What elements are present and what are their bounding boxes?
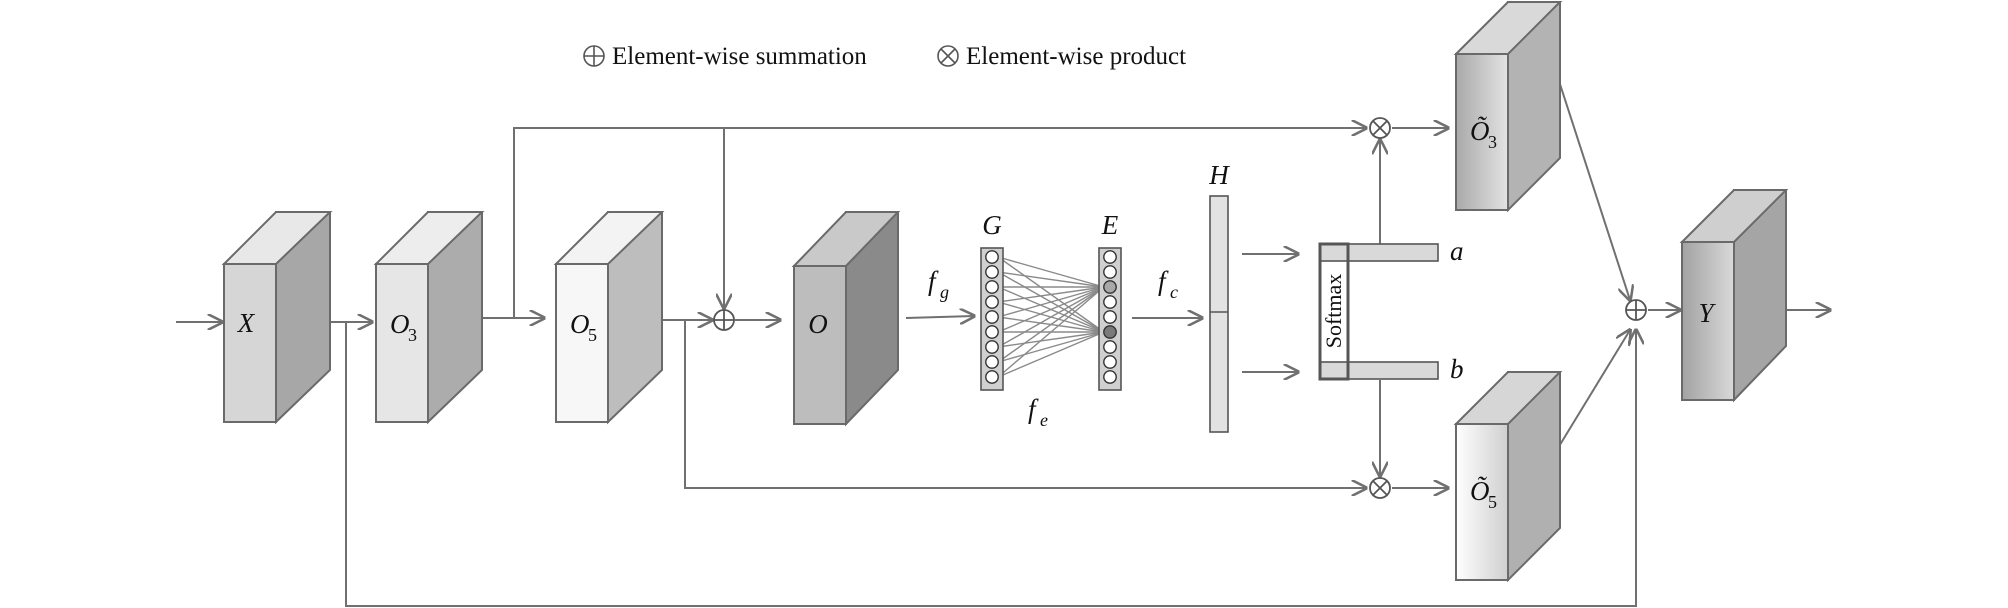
layer-g-node [985,250,999,264]
product-node-top [1369,117,1391,139]
block-o5-subscript: 5 [588,325,597,345]
layer-e-node [1103,265,1117,279]
block-o3-letter: O [390,309,410,339]
fc-connection-line [997,286,1105,348]
block-o5-tilde-subscript: 5 [1488,492,1497,512]
layer-g-node [985,370,999,384]
feature-block-o3-tilde [1453,1,1563,213]
product-symbol-icon [937,45,959,67]
feature-block-o5 [553,211,665,425]
block-o-label: O [808,309,828,339]
vector-h-label: H [1208,160,1230,190]
function-fe-label: f [1028,394,1039,424]
feature-block-y [1679,189,1789,403]
path-o3-to-top-product [513,128,1366,318]
layer-g-node [985,325,999,339]
block-o3-tilde-label: Õ [1470,116,1490,146]
layer-e-node [1103,295,1117,309]
layer-e-node [1103,325,1117,339]
skip-connection [345,322,1636,607]
layer-e-nodes [1103,250,1117,384]
summation-node-main [713,309,735,331]
fc-connection-line [998,271,1104,288]
summation-symbol-icon [583,45,605,67]
block-y-label: Y [1698,298,1716,328]
fc-connection-line [998,331,1104,363]
legend-product-label: Element-wise product [966,43,1186,70]
layer-e-node [1103,340,1117,354]
layer-e-node [1103,250,1117,264]
summation-node-final [1625,299,1647,321]
layer-e-node [1103,310,1117,324]
fc-connection-line [998,286,1104,318]
layer-e [1098,247,1122,391]
function-fg-label: f [928,266,939,296]
layer-e-label: E [1101,210,1119,240]
layer-g-node [985,310,999,324]
fc-connection-line [997,286,1105,363]
layer-e-node [1103,355,1117,369]
block-o5-tilde-label: Õ [1470,476,1490,506]
block-x-label: X [237,308,256,338]
block-o3-label: O [390,309,410,339]
fc-connection-line [997,286,1105,378]
feature-block-o5-tilde [1453,371,1563,583]
fc-connection-line [997,331,1105,378]
block-o5-label: O [570,309,590,339]
fc-connection-line [997,286,1105,333]
feature-block-o [791,211,901,427]
product-node-bottom [1369,477,1391,499]
block-o3-tilde-subscript: 3 [1488,132,1497,152]
layer-g-label: G [982,210,1002,240]
arrow-o3-tilde-to-final-sum [1557,77,1630,300]
legend-summation-label: Element-wise summation [612,43,867,70]
attention-a-label: a [1450,236,1464,266]
layer-e-node [1103,370,1117,384]
arrow-o5-tilde-to-final-sum [1557,330,1630,449]
block-o3-subscript: 3 [408,325,417,345]
attention-b-label: b [1450,354,1464,384]
legend: Element-wise summation Element-wise prod… [583,43,1186,70]
softmax-label: Softmax [1321,274,1346,349]
arrow-o-to-g [905,316,974,318]
function-fc-subscript: c [1170,282,1178,302]
feature-block-o3 [373,211,485,425]
fc-connection-line [998,286,1104,303]
function-fe-subscript: e [1040,410,1048,430]
layer-e-node [1103,280,1117,294]
layer-g-node [985,355,999,369]
feature-block-x [221,211,333,425]
layer-g-nodes [985,250,999,384]
fc-connection-line [998,256,1104,288]
layer-g-node [985,295,999,309]
vector-h [1209,195,1229,433]
attention-bar-b [1319,361,1439,380]
block-o5-letter: O [570,309,590,339]
path-o5-to-bottom-product [684,320,1366,488]
function-fc-label: f [1158,266,1169,296]
layer-g-node [985,265,999,279]
attention-bar-a [1319,243,1439,262]
fc-connection-line [998,331,1104,348]
fc-connections [997,256,1105,378]
layer-g-node [985,280,999,294]
layer-g-node [985,340,999,354]
softmax-box [1318,242,1350,381]
layer-g [980,247,1004,391]
function-fg-subscript: g [940,282,949,302]
